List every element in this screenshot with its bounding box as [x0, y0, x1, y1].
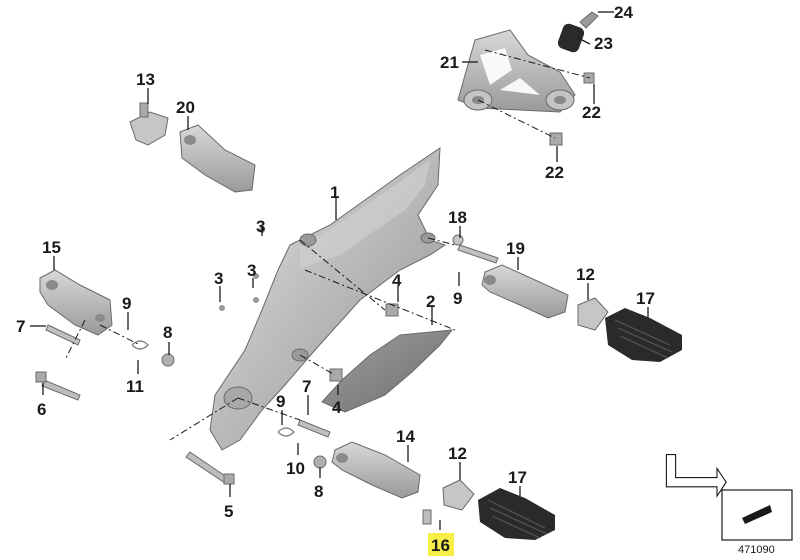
- callout-4b: 4: [332, 398, 342, 417]
- footrest-holder-left: [39, 269, 113, 336]
- callout-3c: 3: [214, 269, 223, 288]
- view-arrow-icon: [665, 454, 727, 498]
- clip-lower: [442, 479, 475, 511]
- callout-7b: 7: [302, 377, 311, 396]
- footrest-holder-upper: [179, 124, 256, 193]
- callout-14: 14: [396, 427, 415, 446]
- callout-16-highlight: [428, 533, 454, 556]
- callout-12b: 12: [448, 444, 467, 463]
- footrest-upper: [481, 264, 569, 319]
- callout-12a: 12: [576, 265, 595, 284]
- callout-11: 11: [126, 377, 144, 396]
- callout-10: 10: [286, 459, 305, 478]
- callout-1: 1: [330, 183, 339, 202]
- heel-guard-plate: [321, 329, 454, 413]
- footrest-lower: [331, 441, 421, 499]
- callout-7a: 7: [16, 317, 25, 336]
- reference-number: 471090: [738, 544, 775, 556]
- callout-16: 16: [431, 536, 450, 555]
- clip-part: [129, 102, 169, 146]
- callout-6: 6: [37, 400, 46, 419]
- main-bracket: [209, 147, 447, 451]
- callout-8a: 8: [163, 323, 172, 342]
- callout-5: 5: [224, 502, 233, 521]
- callout-9b: 9: [276, 392, 285, 411]
- callout-15: 15: [42, 238, 61, 257]
- callout-23: 23: [594, 34, 613, 53]
- callout-13: 13: [136, 70, 155, 89]
- callout-17b: 17: [508, 468, 527, 487]
- callout-19: 19: [506, 239, 525, 258]
- reference-box: 471090: [665, 454, 793, 556]
- callout-3a: 3: [256, 217, 265, 236]
- leader-lines: [30, 11, 649, 530]
- callout-labels: 1 2 3 3 3 4 4 5 6 7 7 8 8 9 9 9 10 11 12…: [16, 3, 655, 556]
- callout-18: 18: [448, 208, 467, 227]
- callout-9a: 9: [122, 294, 131, 313]
- rear-bracket: [457, 11, 599, 113]
- clip-upper: [577, 297, 609, 331]
- alignment-lines: [64, 49, 591, 441]
- callout-21: 21: [440, 53, 459, 72]
- callout-8b: 8: [314, 482, 323, 501]
- callout-9c: 9: [453, 289, 462, 308]
- callout-4a: 4: [392, 271, 402, 290]
- rubber-pad-lower: [478, 488, 555, 540]
- callout-22a: 22: [582, 103, 601, 122]
- callout-3b: 3: [247, 261, 256, 280]
- callout-24: 24: [614, 3, 633, 22]
- rubber-pad-upper: [605, 308, 682, 362]
- callout-17a: 17: [636, 289, 655, 308]
- callout-2: 2: [426, 292, 435, 311]
- callout-22b: 22: [545, 163, 564, 182]
- callout-20: 20: [176, 98, 195, 117]
